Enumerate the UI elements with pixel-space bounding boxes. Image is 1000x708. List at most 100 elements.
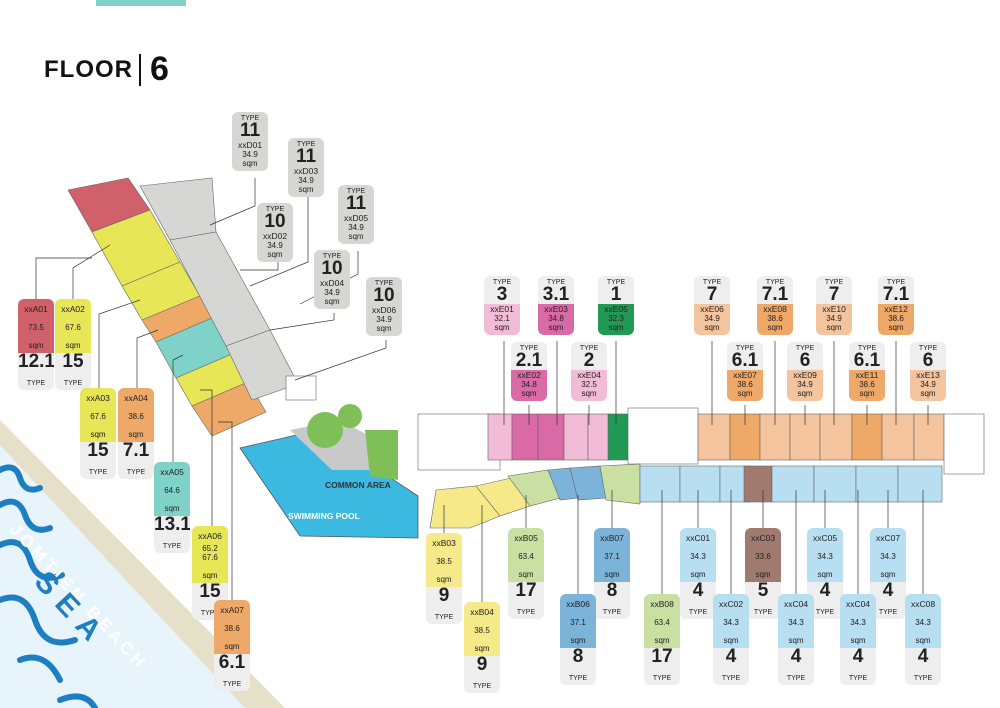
unit-type-label: TYPE	[26, 380, 46, 387]
unit-area: 34.3	[817, 552, 833, 561]
unit-id: xxD05	[343, 213, 369, 223]
unit-id: xxE10	[822, 304, 846, 314]
unit-sqm: sqm	[521, 389, 537, 398]
leader-lines	[35, 178, 929, 602]
unit-sqm: sqm	[788, 636, 804, 645]
unit-sqm: sqm	[348, 232, 364, 241]
unit-id: xxE12	[884, 304, 908, 314]
unit-type-number: 4	[790, 646, 802, 667]
unit-type-label: TYPE	[765, 279, 785, 286]
unit-id: xxD06	[371, 305, 397, 315]
unit-type-number: 1	[610, 284, 622, 305]
unit-area: 33.6	[755, 552, 771, 561]
unit-type-label: TYPE	[815, 609, 835, 616]
unit-sqm: sqm	[548, 323, 564, 332]
unit-area: 34.9	[348, 223, 364, 232]
unit-type-label: TYPE	[519, 345, 539, 352]
unit-type-number: 6.1	[853, 350, 881, 371]
unit-id: xxE07	[733, 370, 757, 380]
unit-type-number: 2.1	[515, 350, 543, 371]
unit-id: xxC03	[750, 533, 776, 543]
unit-sqm: sqm	[581, 389, 597, 398]
unit-type-label: TYPE	[126, 469, 146, 476]
unit-id: xxC05	[812, 533, 838, 543]
unit-sqm: sqm	[859, 389, 875, 398]
unit-id: xxE04	[577, 370, 601, 380]
unit-type-number: 4	[725, 646, 737, 667]
unit-area: 38.6	[888, 314, 904, 323]
unit-type-number: 15	[62, 351, 84, 372]
garden-1	[307, 412, 343, 448]
unit-area: 32.5	[581, 380, 597, 389]
unit-id: xxE01	[490, 304, 514, 314]
unit-area: 38.6	[737, 380, 753, 389]
unit-id: xxA05	[160, 467, 184, 477]
unit-sqm: sqm	[518, 570, 534, 579]
unit-area: 73.5	[28, 323, 44, 332]
unit-type-number: 2	[583, 350, 595, 371]
unit-type-label: TYPE	[63, 380, 83, 387]
unit-sqm: sqm	[915, 636, 931, 645]
unit-type-label: TYPE	[753, 609, 773, 616]
unit-type-label: TYPE	[472, 683, 492, 690]
unit-type-label: TYPE	[346, 188, 366, 195]
unit-id: xxA03	[86, 393, 110, 403]
unit-sqm: sqm	[817, 570, 833, 579]
unit-type-number: 9	[438, 585, 450, 606]
unit-sqm: sqm	[608, 323, 624, 332]
unit-sqm: sqm	[436, 575, 452, 584]
unit-area: 34.3	[723, 618, 739, 627]
unit-type-label: TYPE	[374, 280, 394, 287]
garden-2	[338, 404, 362, 428]
unit-type-label: TYPE	[848, 675, 868, 682]
unit-sqm: sqm	[298, 185, 314, 194]
unit-type-label: TYPE	[824, 279, 844, 286]
unit-type-number: 3.1	[542, 284, 570, 305]
unit-type-label: TYPE	[434, 614, 454, 621]
unit-id: xxE09	[793, 370, 817, 380]
unit-type-label: TYPE	[296, 141, 316, 148]
unit-type-label: TYPE	[579, 345, 599, 352]
pool-label: SWIMMING POOL	[288, 511, 360, 521]
